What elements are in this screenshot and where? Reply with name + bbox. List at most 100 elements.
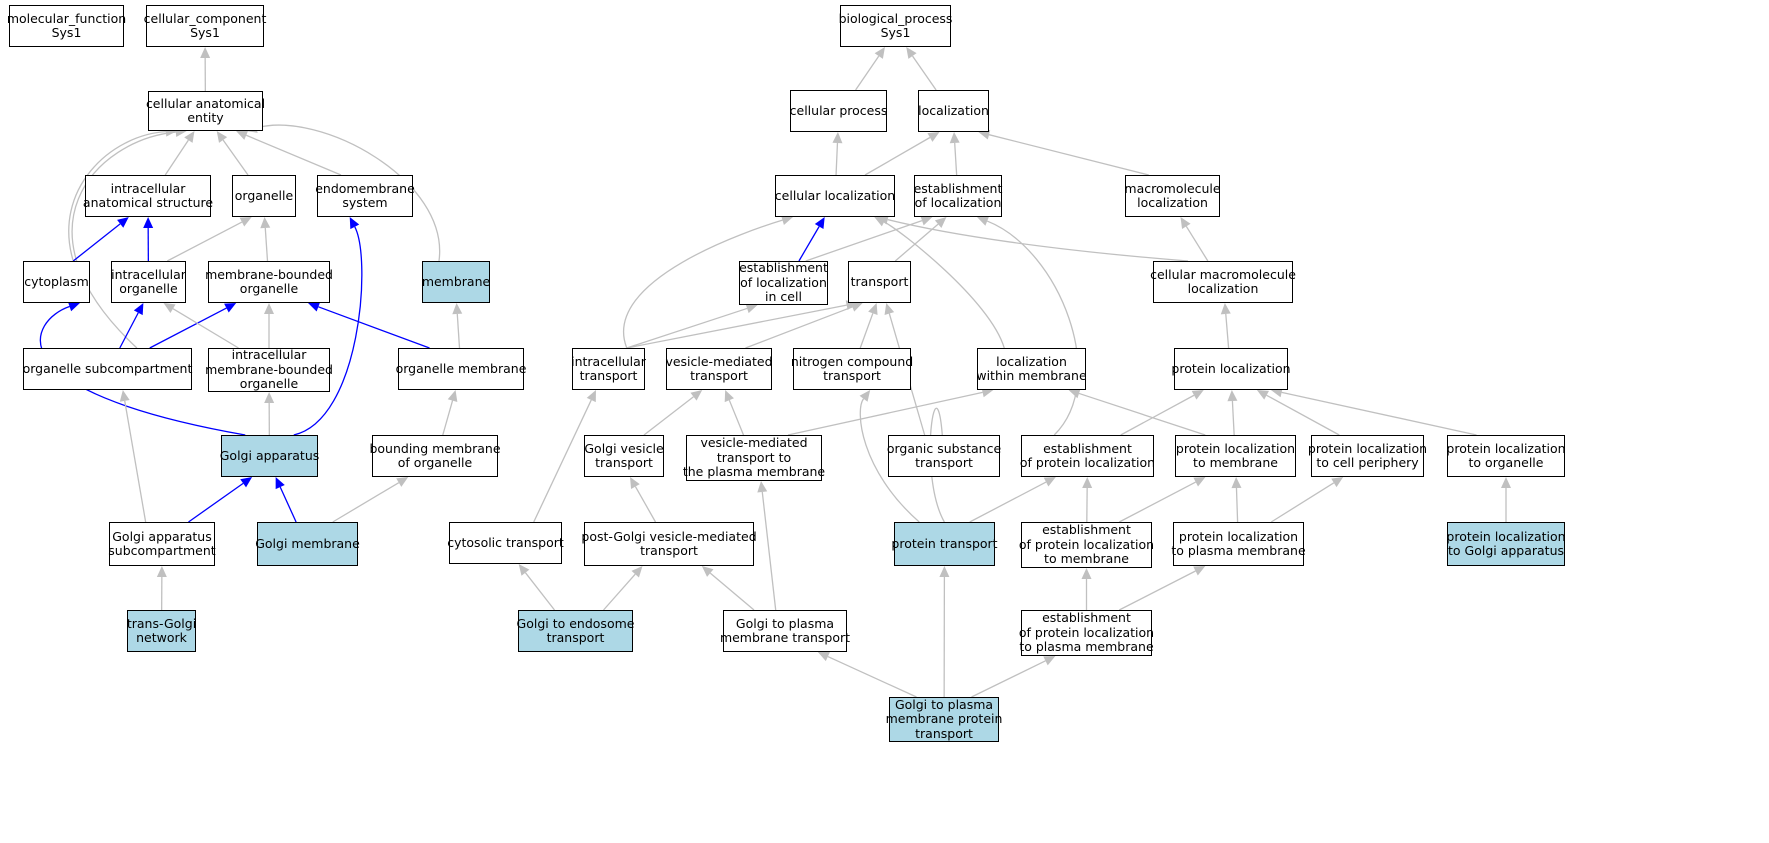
term-node-loc[interactable]: localization xyxy=(918,90,989,132)
term-node-pt[interactable]: protein transport xyxy=(891,522,998,566)
arrowhead-epl-to-eol xyxy=(976,216,990,226)
arrowhead-ost-to-tr xyxy=(884,303,895,315)
term-node-tr[interactable]: transport xyxy=(848,261,911,303)
edge-pltm-to-pl xyxy=(1231,400,1235,436)
edge-cp-to-bp xyxy=(855,55,880,91)
arrowhead-ga-to-ems xyxy=(349,217,360,230)
arrowhead-elc-to-cl xyxy=(814,217,825,230)
arrowhead-tgn-to-gas xyxy=(156,566,167,578)
edge-om-to-mbo xyxy=(318,306,430,349)
arrowhead-ct-to-it xyxy=(586,390,596,403)
arrowhead-pltcp-to-pl xyxy=(1256,390,1269,400)
arrowhead-ga-to-imbo xyxy=(264,392,275,404)
term-node-cyt[interactable]: cytoplasm xyxy=(23,261,90,303)
edge-cml-to-ml xyxy=(1185,225,1209,262)
edge-mem-to-cae xyxy=(256,124,441,262)
term-node-cp[interactable]: cellular process xyxy=(790,90,887,132)
arrowhead-ml-to-loc xyxy=(978,129,991,140)
arrowhead-cp-to-bp xyxy=(874,47,885,59)
arrowhead-pgvt-to-gvt xyxy=(630,477,640,490)
arrowhead-epltpm-to-pltpm xyxy=(1193,566,1206,576)
term-node-pl[interactable]: protein localization xyxy=(1171,348,1291,390)
edge-loc-to-bp xyxy=(911,55,937,91)
term-label: Golgi membrane xyxy=(255,535,360,551)
edge-pl-to-cml xyxy=(1225,313,1230,349)
arrowhead-cml-to-ml xyxy=(1180,217,1191,229)
term-node-org[interactable]: organelle xyxy=(232,175,296,217)
term-node-om[interactable]: organelle membrane xyxy=(396,348,526,390)
term-node-osc[interactable]: organelle subcompartment xyxy=(23,348,192,390)
edge-gas-to-osc xyxy=(124,400,147,523)
arrowhead-epltm-to-epl xyxy=(1082,477,1093,489)
edge-pltcp-to-pl xyxy=(1266,394,1340,436)
term-node-ga[interactable]: Golgi apparatus xyxy=(219,435,320,477)
arrowhead-vmt-to-tr xyxy=(850,302,863,312)
edge-gvt-to-vmt xyxy=(643,396,694,436)
term-label: cellular process xyxy=(789,102,888,118)
edge-eol-to-loc xyxy=(954,142,958,176)
term-node-cl[interactable]: cellular localization xyxy=(775,175,895,217)
term-node-ct[interactable]: cytosolic transport xyxy=(447,522,564,564)
term-node-mem[interactable]: membrane xyxy=(422,261,490,303)
term-label: Golgi apparatus xyxy=(219,447,320,463)
term-node-gm[interactable]: Golgi membrane xyxy=(255,522,360,566)
edge-cyt-to-cae xyxy=(68,131,167,262)
edge-osc-to-cae xyxy=(71,131,176,349)
edge-epltm-to-pltm xyxy=(1118,481,1197,523)
arrowhead-osc-to-io xyxy=(133,303,144,316)
edge-bmo-to-om xyxy=(442,400,454,436)
edge-io-to-org xyxy=(166,221,243,262)
arrowhead-pt-to-nct xyxy=(859,390,871,402)
edge-org-to-cae xyxy=(222,139,249,176)
